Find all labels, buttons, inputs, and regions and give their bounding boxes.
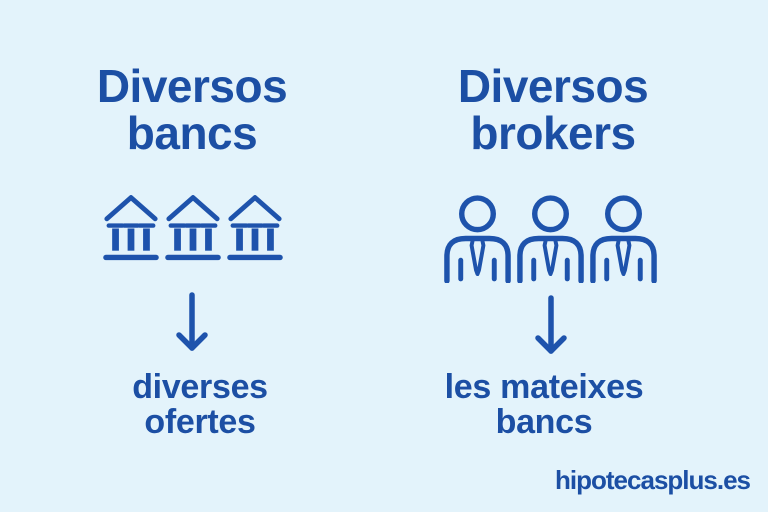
broker-icons-row	[442, 194, 659, 283]
bank-icons-row	[102, 192, 284, 263]
left-column-caption: diverses ofertes	[132, 368, 268, 441]
broker-icon	[517, 195, 584, 283]
broker-icon	[590, 195, 657, 283]
bank-icon	[165, 195, 221, 261]
broker-icon	[444, 195, 511, 283]
down-arrow-icon	[533, 295, 569, 357]
left-column-heading: Diversos bancs	[96, 60, 288, 159]
brand-wordmark: hipotecasplus.es	[555, 465, 751, 495]
right-column-caption: les mateixes bancs	[444, 368, 644, 441]
down-arrow-icon	[174, 292, 210, 354]
bank-icon	[103, 195, 159, 261]
bank-icon	[227, 195, 283, 261]
right-column-heading: Diversos brokers	[457, 60, 649, 159]
